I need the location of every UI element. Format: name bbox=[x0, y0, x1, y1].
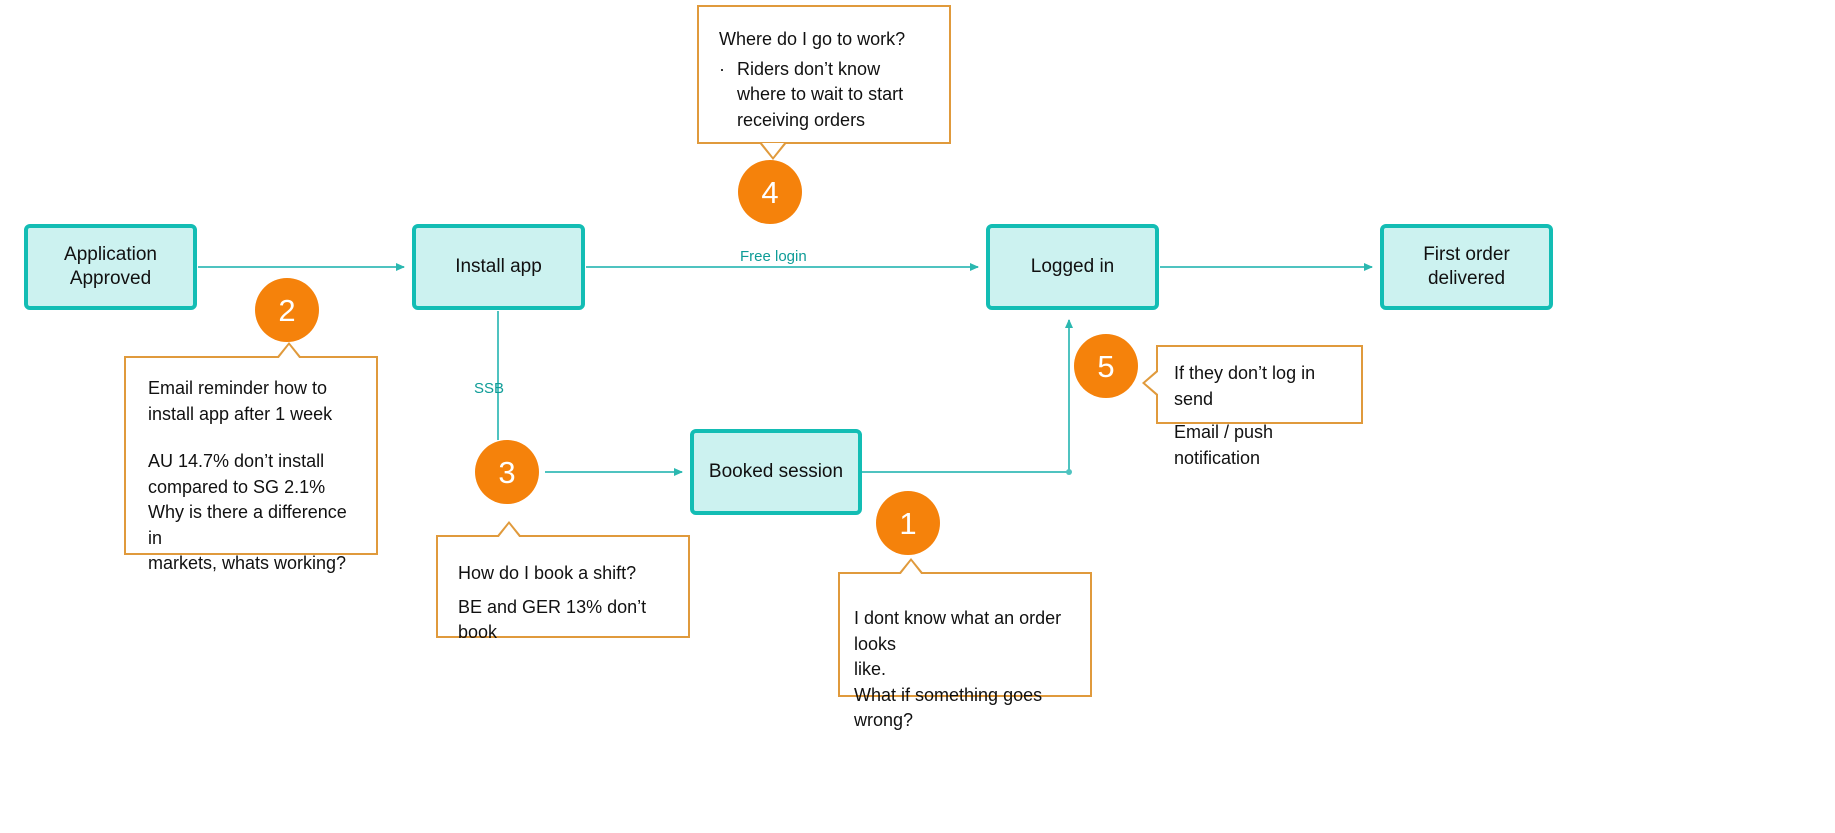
callout-para-2-line-2: compared to SG 2.1% bbox=[148, 476, 326, 497]
edge-label-text: SSB bbox=[474, 380, 505, 397]
badge-number: 3 bbox=[498, 454, 516, 490]
node-application-approved[interactable]: Application Approved bbox=[24, 224, 197, 310]
callout-line-1: I dont know what an order looks bbox=[854, 608, 1062, 654]
node-label-line1: Application bbox=[64, 244, 157, 266]
callout-order-unknown[interactable]: I dont know what an order looks like. Wh… bbox=[838, 558, 1092, 730]
badge-number: 5 bbox=[1097, 348, 1115, 384]
callout-tail-inner bbox=[498, 524, 520, 538]
callout-tail-inner bbox=[762, 143, 784, 157]
badge-number: 2 bbox=[278, 292, 296, 328]
callout-line-1: If they don’t log in send bbox=[1174, 363, 1316, 409]
node-booked-session[interactable]: Booked session bbox=[690, 429, 862, 515]
callout-line-2: like. bbox=[854, 659, 887, 680]
callout-heading: Where do I go to work? bbox=[719, 29, 906, 49]
callout-para-2-line-3: Why is there a difference in bbox=[148, 502, 347, 548]
node-first-order-delivered[interactable]: First order delivered bbox=[1380, 224, 1553, 310]
node-label: Install app bbox=[455, 256, 542, 278]
edge-label-text: Free login bbox=[740, 248, 807, 265]
node-label: First order delivered bbox=[1423, 244, 1510, 289]
callout-tail-inner bbox=[278, 345, 300, 359]
callout-tail-inner bbox=[900, 561, 922, 575]
callout-para-2-line-1: AU 14.7% don’t install bbox=[148, 451, 325, 472]
callout-line-3: What if something goes wrong? bbox=[854, 684, 1043, 731]
badge-3[interactable]: 3 bbox=[475, 440, 539, 504]
bullet-dot-icon: · bbox=[719, 58, 725, 79]
callout-para-2-line-4: markets, whats working? bbox=[148, 553, 347, 574]
edge-booked-to-loggedin bbox=[861, 319, 1073, 473]
edge-junction-dot bbox=[1066, 469, 1072, 475]
badge-number: 1 bbox=[899, 505, 917, 541]
callout-tail-inner bbox=[1145, 371, 1159, 395]
callout-para-1: Email reminder how to install app after … bbox=[148, 378, 333, 424]
node-label: Logged in bbox=[1030, 256, 1115, 278]
badge-2[interactable]: 2 bbox=[255, 278, 319, 342]
badge-5[interactable]: 5 bbox=[1074, 334, 1138, 398]
node-install-app[interactable]: Install app bbox=[412, 224, 585, 310]
callout-book-shift[interactable]: How do I book a shift? BE and GER 13% do… bbox=[436, 521, 690, 642]
callout-email-reminder[interactable]: Email reminder how to install app after … bbox=[124, 342, 378, 573]
node-label: Booked session bbox=[708, 461, 844, 483]
callout-line-1: How do I book a shift? bbox=[458, 563, 637, 583]
badge-4[interactable]: 4 bbox=[738, 160, 802, 224]
callout-where-to-work[interactable]: Where do I go to work? · Riders don’t kn… bbox=[697, 5, 951, 160]
callout-bullet-item: · Riders don’t know where to wait to sta… bbox=[719, 57, 929, 134]
node-label-line2: Approved bbox=[69, 268, 152, 289]
callout-login-nudge[interactable]: If they don’t log in send Email / push n… bbox=[1142, 345, 1363, 468]
node-logged-in[interactable]: Logged in bbox=[986, 224, 1159, 310]
badge-number: 4 bbox=[761, 174, 779, 210]
callout-line-2: BE and GER 13% don’t book bbox=[458, 596, 647, 643]
callout-line-2: Email / push notification bbox=[1174, 422, 1274, 468]
badge-1[interactable]: 1 bbox=[876, 491, 940, 555]
edge-label-free-login: Free login bbox=[740, 249, 807, 264]
callout-bullet-text: Riders don’t know where to wait to start… bbox=[737, 58, 904, 130]
edge-label-ssb: SSB bbox=[474, 381, 504, 396]
